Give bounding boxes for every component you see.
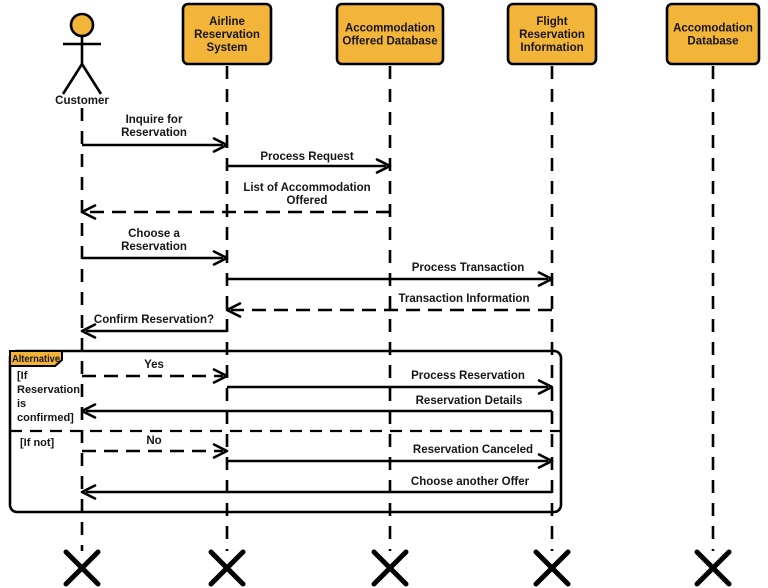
arrowhead-icon: [537, 379, 554, 395]
participant-label: Flight: [536, 16, 567, 28]
guard-if-not: [If not]: [20, 437, 55, 449]
participant-label: Airline: [209, 16, 245, 28]
destroy-x-stroke: [63, 549, 101, 587]
actor-leg-left-icon: [61, 63, 84, 95]
participant-label: Reservation: [194, 29, 260, 41]
arrowhead-icon: [225, 302, 242, 318]
arrowhead-icon: [80, 403, 97, 419]
destroy-x-stroke: [694, 549, 732, 587]
destroy-x-stroke: [371, 549, 409, 587]
alt-frame-tab: [9, 350, 63, 367]
arrowhead-icon: [212, 443, 229, 459]
message-label: Offered: [287, 195, 328, 207]
destroy-x-icon-accomodation-database: [694, 549, 732, 587]
message-confirm-reservation: Confirm Reservation?: [86, 314, 227, 333]
participant-label: System: [207, 42, 248, 54]
destroy-x-icon-accommodation-offered-database: [371, 549, 409, 587]
arrowhead-icon: [375, 158, 392, 174]
message-label: No: [146, 435, 161, 447]
message-label: Process Request: [260, 151, 353, 163]
message-label: Reservation Details: [416, 395, 523, 407]
arrowhead-icon: [537, 271, 554, 287]
guard-if-reservation-confirmed: Reservation: [17, 384, 80, 396]
destroy-x-stroke: [208, 549, 246, 587]
message-no: No: [82, 435, 223, 453]
participant-label: Information: [520, 42, 583, 54]
message-process-reservation: Process Reservation: [227, 370, 548, 389]
participant-label: Accomodation: [673, 23, 753, 35]
message-transaction-information: Transaction Information: [231, 293, 552, 312]
actor-customer: Customer: [55, 12, 109, 107]
actor-label: Customer: [55, 95, 109, 107]
destroy-x-icon-airline-reservation-system: [208, 549, 246, 587]
participant-box: [665, 2, 761, 66]
destroy-x-stroke: [533, 549, 571, 587]
arrowhead-icon: [80, 323, 97, 339]
message-label: Reservation: [121, 241, 187, 253]
message-label: Confirm Reservation?: [94, 314, 214, 326]
guard-if-reservation-confirmed: confirmed]: [17, 412, 74, 424]
message-label: Yes: [144, 359, 164, 371]
destroy-x-icon-flight-reservation-information: [533, 549, 571, 587]
message-process-transaction: Process Transaction: [227, 262, 548, 281]
arrowhead-icon: [537, 453, 554, 469]
arrowhead-icon: [212, 250, 229, 266]
guard-if-reservation-confirmed: [If: [17, 370, 28, 382]
destroy-x-icon-customer: [63, 549, 101, 587]
message-label: Choose another Offer: [411, 476, 530, 488]
participant-label: Reservation: [519, 29, 585, 41]
actor-head-icon: [69, 12, 95, 38]
actor-leg-right-icon: [80, 63, 103, 95]
participant-label: Accommodation: [345, 23, 435, 35]
arrowhead-icon: [80, 204, 97, 220]
alt-frame-label: Alternative: [12, 354, 60, 365]
message-label: Reservation: [121, 127, 187, 139]
message-process-request: Process Request: [227, 151, 386, 168]
arrowhead-icon: [212, 137, 229, 153]
message-label: List of Accommodation: [243, 182, 370, 194]
message-reservation-details: Reservation Details: [86, 395, 552, 413]
arrowhead-icon: [212, 368, 229, 384]
arrowhead-icon: [80, 484, 97, 500]
message-label: Reservation Canceled: [413, 444, 533, 456]
participant-box: [181, 2, 273, 66]
message-label: Inquire for: [126, 114, 183, 126]
participant-box: [335, 2, 445, 66]
message-reservation-canceled: Reservation Canceled: [227, 444, 548, 463]
participant-label: Database: [687, 36, 738, 48]
message-label: Choose a: [128, 228, 180, 240]
guard-if-reservation-confirmed: is: [17, 398, 26, 410]
message-label: Process Transaction: [412, 262, 525, 274]
participant-label: Offered Database: [342, 36, 437, 48]
message-choose-another-offer: Choose another Offer: [86, 476, 552, 494]
message-label: Transaction Information: [399, 293, 530, 305]
message-yes: Yes: [82, 359, 223, 378]
participant-box: [506, 2, 598, 66]
message-label: Process Reservation: [411, 370, 525, 382]
